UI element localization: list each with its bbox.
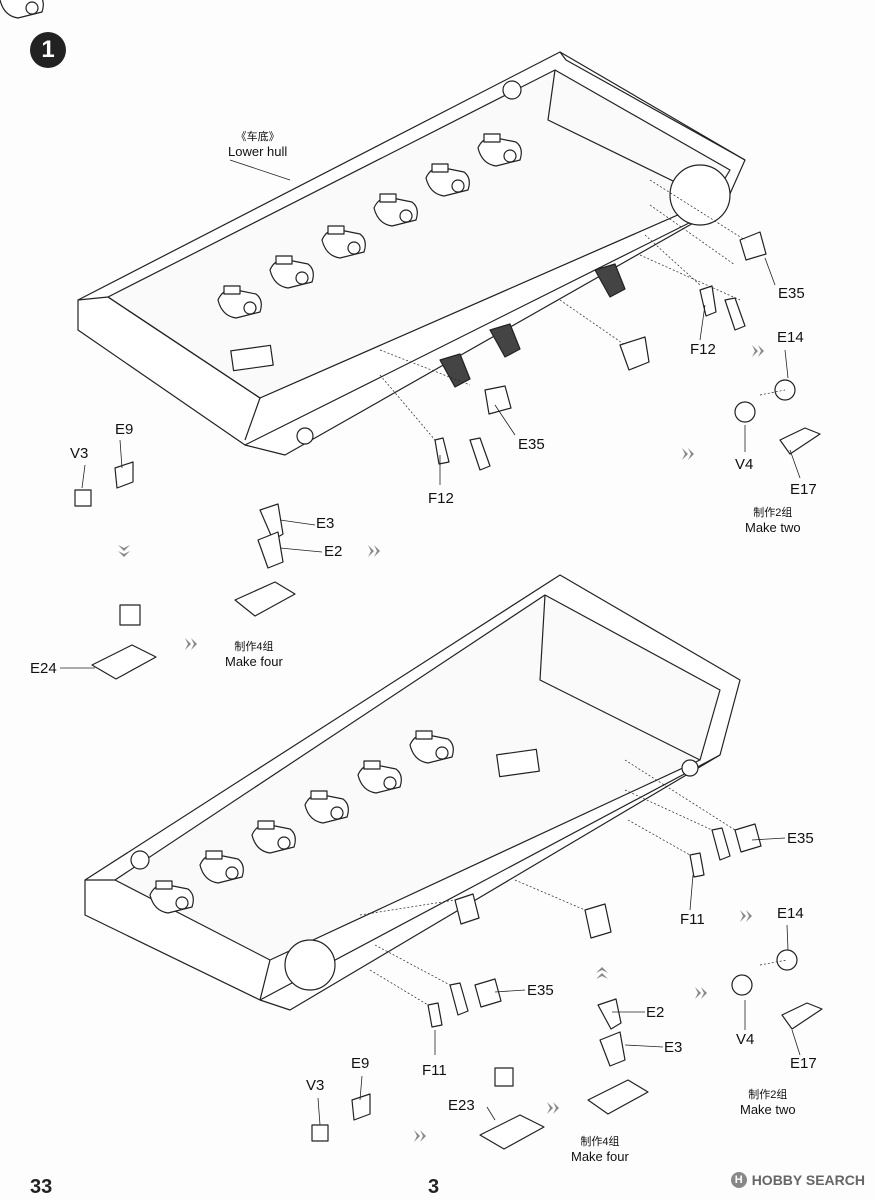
lower-suspension-parts	[311, 823, 823, 1150]
part-label-e2: E2	[324, 543, 343, 560]
make-four-note-en: Make four	[225, 654, 283, 669]
part-label-e23: E23	[448, 1097, 475, 1114]
step-number-badge: 1	[30, 32, 66, 68]
part-label-e35: E35	[778, 285, 805, 302]
lower-hull-caption-zh: 《车底》	[235, 131, 280, 143]
watermark-text: HOBBY SEARCH	[751, 1172, 865, 1188]
make-four-note-zh: 制作4组	[580, 1136, 620, 1148]
part-label-e14: E14	[777, 329, 804, 346]
part-label-f12: F12	[690, 341, 716, 358]
lower-hull-caption-en: Lower hull	[228, 144, 288, 159]
part-label-v4: V4	[736, 1031, 755, 1048]
part-label-e9: E9	[115, 421, 134, 438]
part-label-e35: E35	[787, 830, 814, 847]
make-two-note-zh: 制作2组	[753, 507, 793, 519]
hull-bottom-drawing	[84, 574, 741, 1011]
part-label-e35: E35	[518, 436, 545, 453]
make-two-note: 制作2组 Make two	[740, 1088, 796, 1118]
make-two-note-en: Make two	[740, 1102, 796, 1117]
hobby-search-watermark: H HOBBY SEARCH	[730, 1172, 865, 1188]
page-number-center: 3	[428, 1176, 440, 1198]
make-four-note: 制作4组 Make four	[571, 1135, 629, 1165]
part-label-v3: V3	[70, 445, 89, 462]
hobby-search-logo-icon: H	[730, 1172, 747, 1188]
part-label-e17: E17	[790, 481, 817, 498]
part-label-e17: E17	[790, 1055, 817, 1072]
part-label-e3: E3	[316, 515, 335, 532]
part-label-e2: E2	[646, 1004, 665, 1021]
make-two-note: 制作2组 Make two	[745, 506, 801, 536]
part-label-f12: F12	[428, 490, 454, 507]
upper-suspension-parts	[434, 231, 821, 471]
part-label-v4: V4	[735, 456, 754, 473]
make-four-note-en: Make four	[571, 1149, 629, 1164]
part-label-f11: F11	[422, 1062, 447, 1079]
left-parts-top	[74, 461, 296, 680]
part-label-e24: E24	[30, 660, 57, 677]
part-label-f11: F11	[680, 911, 705, 928]
lower-hull-caption: 《车底》 Lower hull	[228, 130, 287, 160]
part-label-e3: E3	[664, 1039, 683, 1056]
make-four-note-zh: 制作4组	[234, 641, 274, 653]
lower-hull-top-drawing	[0, 0, 746, 456]
part-label-e14: E14	[777, 905, 804, 922]
part-label-e35: E35	[527, 982, 554, 999]
part-label-e9: E9	[351, 1055, 370, 1072]
part-label-v3: V3	[306, 1077, 325, 1094]
make-two-note-en: Make two	[745, 520, 801, 535]
page-number-left: 33	[30, 1176, 53, 1198]
make-two-note-zh: 制作2组	[748, 1089, 788, 1101]
make-four-note: 制作4组 Make four	[225, 640, 283, 670]
